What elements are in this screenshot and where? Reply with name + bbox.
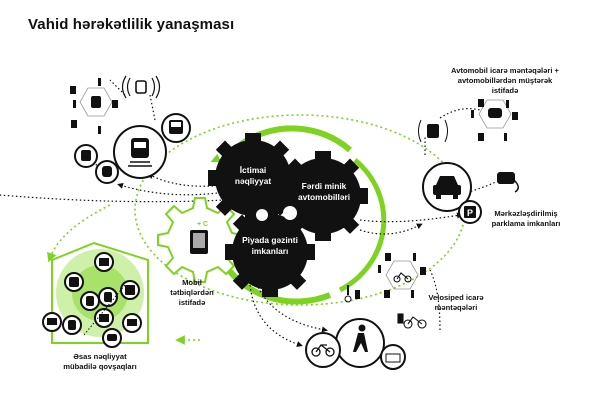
bike-dock-icon bbox=[397, 313, 427, 329]
bike-icon bbox=[311, 344, 335, 357]
bike-circle bbox=[305, 332, 341, 368]
gear-label-walking: Piyada gəzinti imkanları bbox=[242, 235, 298, 256]
gear-walking bbox=[225, 207, 315, 297]
parking-icon: P bbox=[467, 208, 473, 218]
person-icons bbox=[70, 78, 118, 134]
car-sharing-hexagon-icon bbox=[478, 99, 512, 129]
bus-icon bbox=[169, 120, 183, 134]
tram-icon bbox=[81, 150, 91, 161]
bike-key-circle bbox=[380, 344, 406, 370]
car-icon bbox=[433, 176, 461, 199]
car-sharing-cluster: P bbox=[418, 99, 519, 224]
label-parking: Mərkəzləşdirilmiş parklama imkanları bbox=[491, 209, 561, 228]
coin-icon: + C bbox=[197, 221, 208, 228]
mobile-app-gear: + C bbox=[157, 197, 243, 283]
page-title: Vahid hərəkətlilik yanaşması bbox=[28, 16, 235, 33]
gear-label-public-transport: İctimai nəqliyyat bbox=[234, 165, 272, 186]
hub-house bbox=[42, 241, 149, 348]
person-icons bbox=[471, 99, 518, 141]
public-transport-cluster bbox=[70, 75, 191, 184]
electric-car-icon bbox=[497, 172, 519, 193]
label-mobile-apps: Mobil tətbiqlərdən istifadə bbox=[170, 278, 214, 307]
walking-cluster bbox=[305, 253, 427, 370]
green-arrow-to-hub bbox=[47, 204, 111, 263]
bike-lock-icon bbox=[385, 353, 401, 363]
label-bike-rental: Velosiped icarə məntəqələri bbox=[428, 293, 484, 312]
label-car-sharing: Avtomobil icarə məntəqələri + avtomobill… bbox=[451, 66, 559, 95]
metro-icon bbox=[102, 166, 112, 177]
person-icons bbox=[378, 253, 426, 298]
pedestrian-icon bbox=[353, 324, 368, 352]
scooter-icon bbox=[344, 285, 360, 303]
train-icon bbox=[128, 138, 152, 167]
signal-van-icon bbox=[418, 119, 448, 143]
label-hubs: Əsas nəqliyyat mübadilə qovşaqları bbox=[63, 352, 137, 371]
signal-bus-icon bbox=[121, 75, 161, 99]
bike-hexagon-icon bbox=[385, 260, 419, 290]
gear-label-private-cars: Fərdi minik avtomobilləri bbox=[297, 181, 351, 202]
tram-hexagon-icon bbox=[79, 87, 113, 117]
